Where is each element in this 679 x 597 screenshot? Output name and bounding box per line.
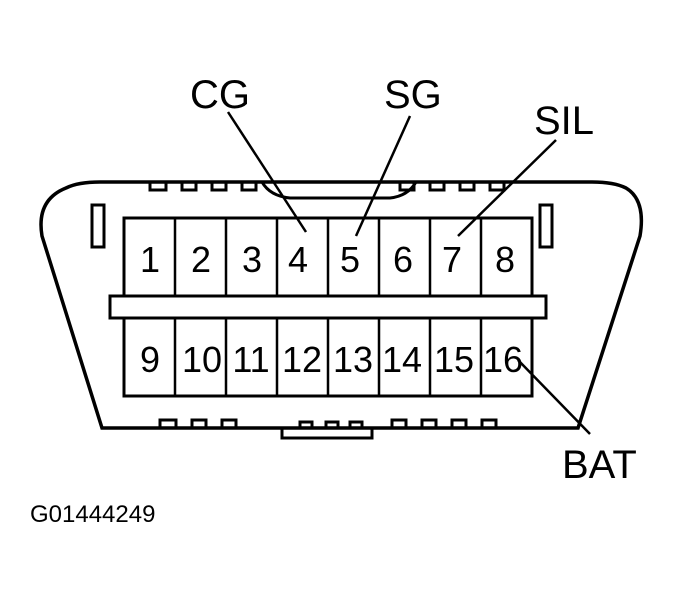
- pin-7: 7: [442, 239, 462, 280]
- bottom-serration: [158, 418, 498, 440]
- pin-4: 4: [288, 239, 308, 280]
- left-latch: [90, 203, 106, 249]
- bat-label: BAT: [562, 443, 637, 487]
- pin-11: 11: [232, 339, 269, 380]
- bat-leader: [517, 359, 591, 435]
- top-row-cells: [173, 218, 483, 296]
- pin-5: 5: [340, 239, 360, 280]
- sg-label: SG: [384, 73, 442, 117]
- bottom-row-cells: [173, 318, 483, 396]
- cg-label: CG: [190, 73, 250, 117]
- pin-6: 6: [393, 239, 413, 280]
- figure-id: G01444249: [30, 501, 155, 528]
- leader-lines: [226, 111, 591, 435]
- pin-14: 14: [382, 339, 422, 380]
- pin-2: 2: [191, 239, 211, 280]
- sil-leader: [457, 139, 557, 237]
- sg-leader: [354, 115, 412, 237]
- bottom-row-pin-numbers: 9 10 11 12 13 14 15 16: [140, 339, 523, 380]
- top-serration: [148, 181, 506, 200]
- sil-label: SIL: [534, 99, 594, 143]
- pin-16: 16: [483, 339, 523, 380]
- pin-15: 15: [434, 339, 474, 380]
- row-divider-bar: [108, 294, 548, 320]
- pin-13: 13: [333, 339, 373, 380]
- pin-9: 9: [140, 339, 160, 380]
- pin-3: 3: [242, 239, 262, 280]
- top-row-pin-numbers: 1 2 3 4 5 6 7 8: [140, 239, 515, 280]
- right-latch: [538, 203, 554, 249]
- pin-8: 8: [495, 239, 515, 280]
- cg-leader: [226, 111, 308, 233]
- pin-12: 12: [282, 339, 322, 380]
- pin-1: 1: [140, 239, 160, 280]
- pin-10: 10: [182, 339, 222, 380]
- connector-housing: [39, 180, 644, 430]
